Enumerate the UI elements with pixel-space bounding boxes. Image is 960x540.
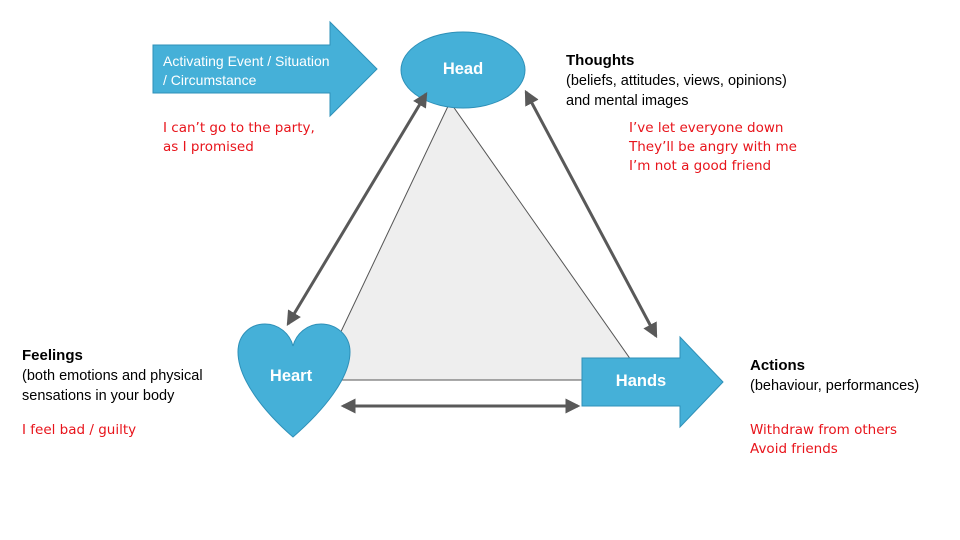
actions-examples: Withdraw from others Avoid friends [750,421,897,459]
thoughts-desc-line2: and mental images [566,93,689,109]
hands-label: Hands [615,372,667,390]
actions-example-line1: Withdraw from others [750,422,898,438]
feelings-title: Feelings [22,347,83,364]
activating-event-label: Activating Event / Situation / Circumsta… [163,52,330,90]
activating-event-example: I can’t go to the party, as I promised [163,119,315,157]
thoughts-examples: I’ve let everyone down They’ll be angry … [629,119,797,176]
feelings-example-line1: I feel bad / guilty [22,422,137,438]
head-label: Head [442,60,484,78]
actions-block: Actions (behaviour, performances) [750,356,919,396]
thoughts-desc-line1: (beliefs, attitudes, views, opinions) [566,73,787,89]
heart-label: Heart [269,367,313,385]
thoughts-block: Thoughts (beliefs, attitudes, views, opi… [566,51,787,111]
thoughts-title: Thoughts [566,52,635,69]
triangle-center [317,101,646,381]
activating-event-label-line2: / Circumstance [163,72,257,88]
thoughts-example-line2: They’ll be angry with me [629,139,797,155]
head-ellipse[interactable] [400,31,526,109]
feelings-desc-line2: sensations in your body [22,388,175,404]
activating-event-example-line1: I can’t go to the party, [163,120,315,136]
heart-shape[interactable] [237,323,351,438]
actions-example-line2: Avoid friends [750,441,838,457]
hands-arrow[interactable] [581,335,724,429]
head-hands-arrow [524,89,658,339]
feelings-desc-line1: (both emotions and physical [22,368,203,384]
activating-event-example-line2: as I promised [163,139,254,155]
feelings-block: Feelings (both emotions and physical sen… [22,346,203,406]
head-heart-arrow [286,91,428,327]
feelings-examples: I feel bad / guilty [22,421,136,440]
thoughts-example-line3: I’m not a good friend [629,158,772,174]
thoughts-example-line1: I’ve let everyone down [629,120,784,136]
activating-event-label-line1: Activating Event / Situation [163,53,330,69]
actions-title: Actions [750,357,806,374]
actions-desc-line1: (behaviour, performances) [750,378,920,394]
